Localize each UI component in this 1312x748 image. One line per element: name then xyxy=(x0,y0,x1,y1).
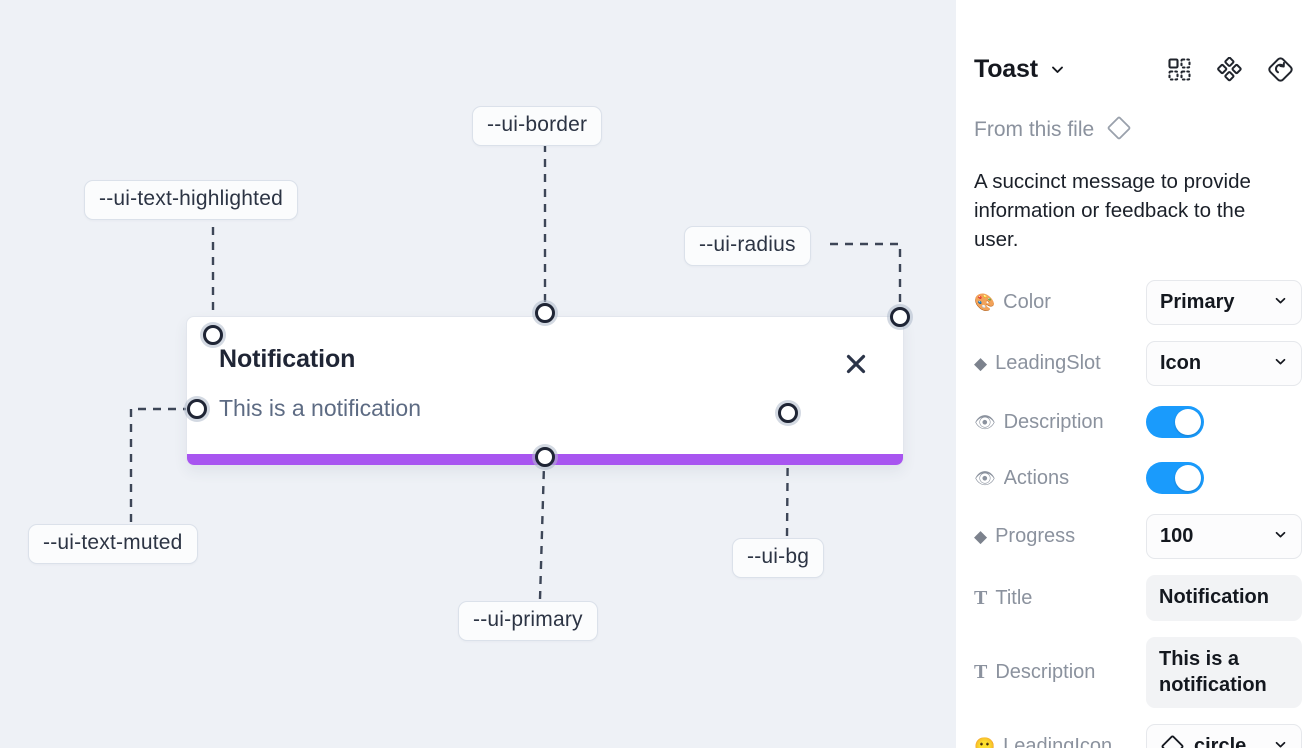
diamond-icon xyxy=(1106,115,1132,146)
diamond-icon: ◆ xyxy=(974,353,988,373)
smiley-emoji-icon: 🙂 xyxy=(974,737,996,748)
annotation-chip-ui-primary[interactable]: --ui-primary xyxy=(458,601,598,641)
close-icon[interactable] xyxy=(843,351,869,377)
property-row-leadingicon: 🙂 LeadingIcon... circle... xyxy=(974,724,1302,748)
anchor-dot-ui-bg[interactable] xyxy=(778,403,798,423)
property-label-description-toggle: 👁 Description xyxy=(974,410,1104,433)
progress-select[interactable]: 100 xyxy=(1146,514,1302,560)
from-this-file-label: From this file xyxy=(974,118,1095,141)
eye-emoji-icon: 👁 xyxy=(974,468,996,488)
chevron-down-icon[interactable] xyxy=(1049,61,1066,78)
property-row-description-toggle: 👁 Description xyxy=(974,402,1294,442)
reset-instance-icon[interactable] xyxy=(1267,56,1294,83)
annotation-chip-ui-text-muted[interactable]: --ui-text-muted xyxy=(28,524,198,564)
leadingicon-select[interactable]: circle... xyxy=(1146,724,1302,748)
properties-panel: Toast xyxy=(956,0,1312,748)
anchor-dot-ui-primary[interactable] xyxy=(535,447,555,467)
property-row-progress: ◆ Progress 100 xyxy=(974,514,1302,560)
diamond-icon xyxy=(1160,734,1185,748)
property-label-progress: ◆ Progress xyxy=(974,525,1076,548)
toggle-knob xyxy=(1175,409,1201,436)
anchor-dot-ui-text-highlighted[interactable] xyxy=(203,325,223,345)
text-icon: T xyxy=(974,586,988,609)
chevron-down-icon xyxy=(1273,291,1288,314)
toast-component[interactable]: Notification This is a notification xyxy=(186,316,904,466)
panel-header: Toast xyxy=(974,52,1294,86)
description-toggle[interactable] xyxy=(1146,406,1204,439)
anchor-dot-ui-radius[interactable] xyxy=(890,307,910,327)
toggle-knob xyxy=(1175,465,1201,492)
property-label-actions-toggle: 👁 Actions xyxy=(974,466,1070,489)
panel-header-actions xyxy=(1167,56,1294,83)
component-description: A succinct message to provide informatio… xyxy=(974,170,1251,252)
color-select[interactable]: Primary xyxy=(1146,280,1302,326)
component-set-icon[interactable] xyxy=(1167,57,1192,82)
chevron-down-icon xyxy=(1273,352,1288,375)
toast-description: This is a notification xyxy=(219,395,421,421)
toast-title: Notification xyxy=(219,345,356,373)
property-row-actions-toggle: 👁 Actions xyxy=(974,458,1294,498)
diamond-icon: ◆ xyxy=(974,526,988,546)
anchor-dot-ui-border[interactable] xyxy=(535,303,555,323)
palette-emoji-icon: 🎨 xyxy=(974,293,996,313)
anchor-dot-ui-text-muted[interactable] xyxy=(187,399,207,419)
property-label-color: 🎨 Color xyxy=(974,291,1051,314)
title-input[interactable]: Notification xyxy=(1146,575,1302,621)
design-canvas[interactable]: Notification This is a notification --ui… xyxy=(0,0,956,748)
from-this-file-row: From this file xyxy=(974,115,1294,146)
property-row-description-text: T Description This is a notification xyxy=(974,636,1302,709)
eye-emoji-icon: 👁 xyxy=(974,412,996,432)
leadingslot-select[interactable]: Icon xyxy=(1146,341,1302,387)
text-icon: T xyxy=(974,661,988,684)
description-input[interactable]: This is a notification xyxy=(1146,636,1302,709)
property-label-title: T Title xyxy=(974,586,1033,609)
annotation-chip-ui-border[interactable]: --ui-border xyxy=(472,106,603,146)
chevron-down-icon xyxy=(1273,735,1288,748)
chevron-down-icon xyxy=(1273,525,1288,548)
property-list: 🎨 Color Primary xyxy=(974,280,1302,748)
property-label-leadingslot: ◆ LeadingSlot xyxy=(974,352,1101,375)
property-row-title: T Title Notification xyxy=(974,575,1302,621)
variants-icon[interactable] xyxy=(1217,56,1242,82)
annotation-chip-ui-text-highlighted[interactable]: --ui-text-highlighted xyxy=(84,180,298,220)
property-label-description-text: T Description xyxy=(974,661,1096,684)
panel-title: Toast xyxy=(974,54,1038,83)
actions-toggle[interactable] xyxy=(1146,462,1204,495)
annotation-chip-ui-bg[interactable]: --ui-bg xyxy=(732,538,825,578)
annotation-chip-ui-radius[interactable]: --ui-radius xyxy=(684,226,811,266)
property-row-color: 🎨 Color Primary xyxy=(974,280,1302,326)
property-row-leadingslot: ◆ LeadingSlot Icon xyxy=(974,341,1302,387)
property-label-leadingicon: 🙂 LeadingIcon... xyxy=(974,735,1146,748)
